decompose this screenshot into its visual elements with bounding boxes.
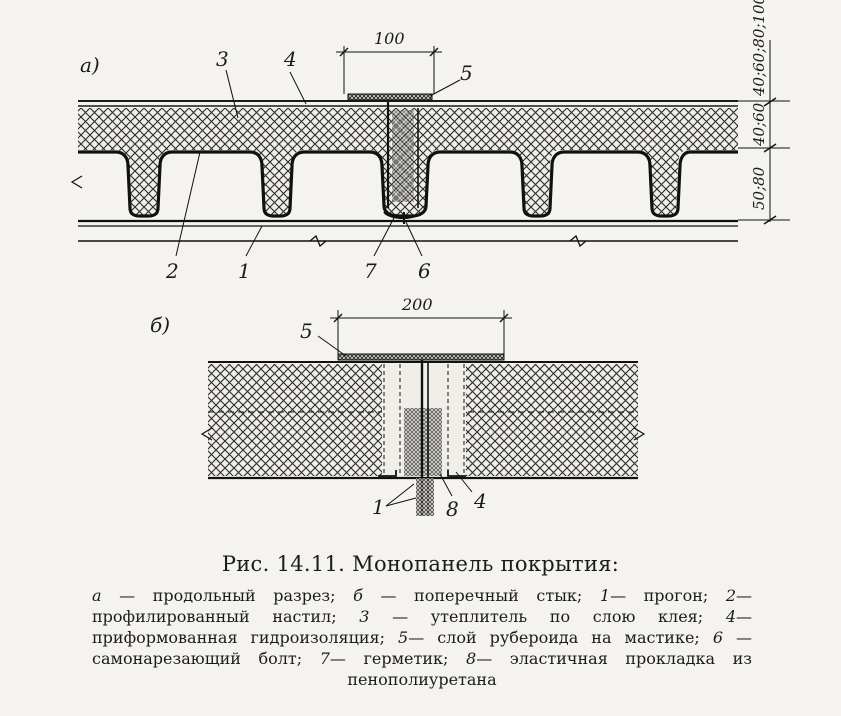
- legend-text: — герметик;: [329, 649, 467, 668]
- legend-text: — поперечный стык;: [362, 586, 600, 605]
- legend-key: 6: [712, 628, 723, 647]
- legend-text: — эластичная прокладка из пенополиуретан…: [347, 649, 752, 689]
- legend-text: — прогон;: [610, 586, 726, 605]
- legend-key: 5: [398, 628, 409, 647]
- part-b: б) 200 5 1 8 4: [150, 295, 646, 521]
- part-b-letter: б): [150, 313, 170, 337]
- label-5b: 5: [300, 319, 313, 343]
- dim-ticks-b: [333, 313, 509, 323]
- leader-1a: [245, 225, 263, 257]
- leader-4: [289, 71, 307, 105]
- legend-key: 8: [466, 649, 477, 668]
- break-mark-2: [569, 234, 587, 248]
- label-1a: 1: [238, 259, 251, 283]
- legend-key: а: [92, 586, 102, 605]
- legend-text: — профилированный настил;: [92, 586, 753, 626]
- legend-key: б: [353, 586, 363, 605]
- label-5a: 5: [460, 61, 473, 85]
- dim-label-200: 200: [401, 295, 433, 314]
- break-mark-left: [70, 175, 83, 189]
- dim-ticks-a: [339, 47, 439, 57]
- dim-label-thickness: 40;60;80;100: [750, 0, 768, 97]
- label-3: 3: [216, 47, 229, 71]
- leader-5a: [429, 79, 461, 97]
- leader-4b: [455, 471, 473, 493]
- leader-1b-1: [385, 483, 415, 507]
- break-mark-b-right: [633, 427, 646, 441]
- label-2: 2: [165, 259, 179, 283]
- roofing-felt-b: [337, 353, 505, 361]
- legend-text: — самонарезающий болт;: [92, 628, 752, 668]
- roofing-felt-a: [347, 93, 433, 101]
- leader-1b-2: [385, 497, 417, 507]
- monopanel-drawing: а) 100 40;60;80;100: [70, 0, 790, 521]
- figure-legend: а — продольный разрез; б — поперечный ст…: [92, 585, 752, 690]
- legend-key: 4: [725, 607, 736, 626]
- sealant: [392, 110, 414, 202]
- legend-key: 3: [359, 607, 370, 626]
- leader-6: [405, 221, 423, 257]
- dim-label-thickness-b: 40;60: [750, 102, 768, 147]
- leader-2: [175, 151, 201, 257]
- legend-key: 1: [599, 586, 611, 605]
- legend-key: 2: [725, 586, 737, 605]
- label-4: 4: [283, 47, 297, 71]
- label-4b: 4: [473, 489, 487, 513]
- joint-angles: [378, 470, 466, 477]
- label-7: 7: [364, 259, 377, 283]
- legend-text: — продольный разрез;: [101, 586, 354, 605]
- legend-text: — приформованная гидроизоляция;: [92, 607, 752, 647]
- break-mark-1: [309, 234, 327, 248]
- part-a: а) 100 40;60;80;100: [70, 0, 790, 283]
- legend-text: — утеплитель по слою клея;: [369, 607, 726, 626]
- label-1b: 1: [372, 495, 385, 519]
- leader-8: [439, 473, 453, 497]
- purlin-stem: [416, 478, 434, 516]
- label-6: 6: [418, 259, 431, 283]
- dim-label-profile: 50;80: [750, 166, 768, 210]
- legend-text: — слой рубероида на мастике;: [408, 628, 713, 647]
- figure-caption: Рис. 14.11. Монопанель покрытия:: [221, 552, 620, 576]
- label-8: 8: [446, 497, 459, 521]
- dim-label-100: 100: [374, 29, 405, 48]
- leader-5b: [317, 335, 347, 357]
- leader-3: [225, 69, 239, 119]
- part-a-letter: а): [80, 53, 100, 77]
- leader-7: [373, 213, 397, 257]
- legend-key: 7: [319, 649, 330, 668]
- break-mark-b-left: [200, 427, 213, 441]
